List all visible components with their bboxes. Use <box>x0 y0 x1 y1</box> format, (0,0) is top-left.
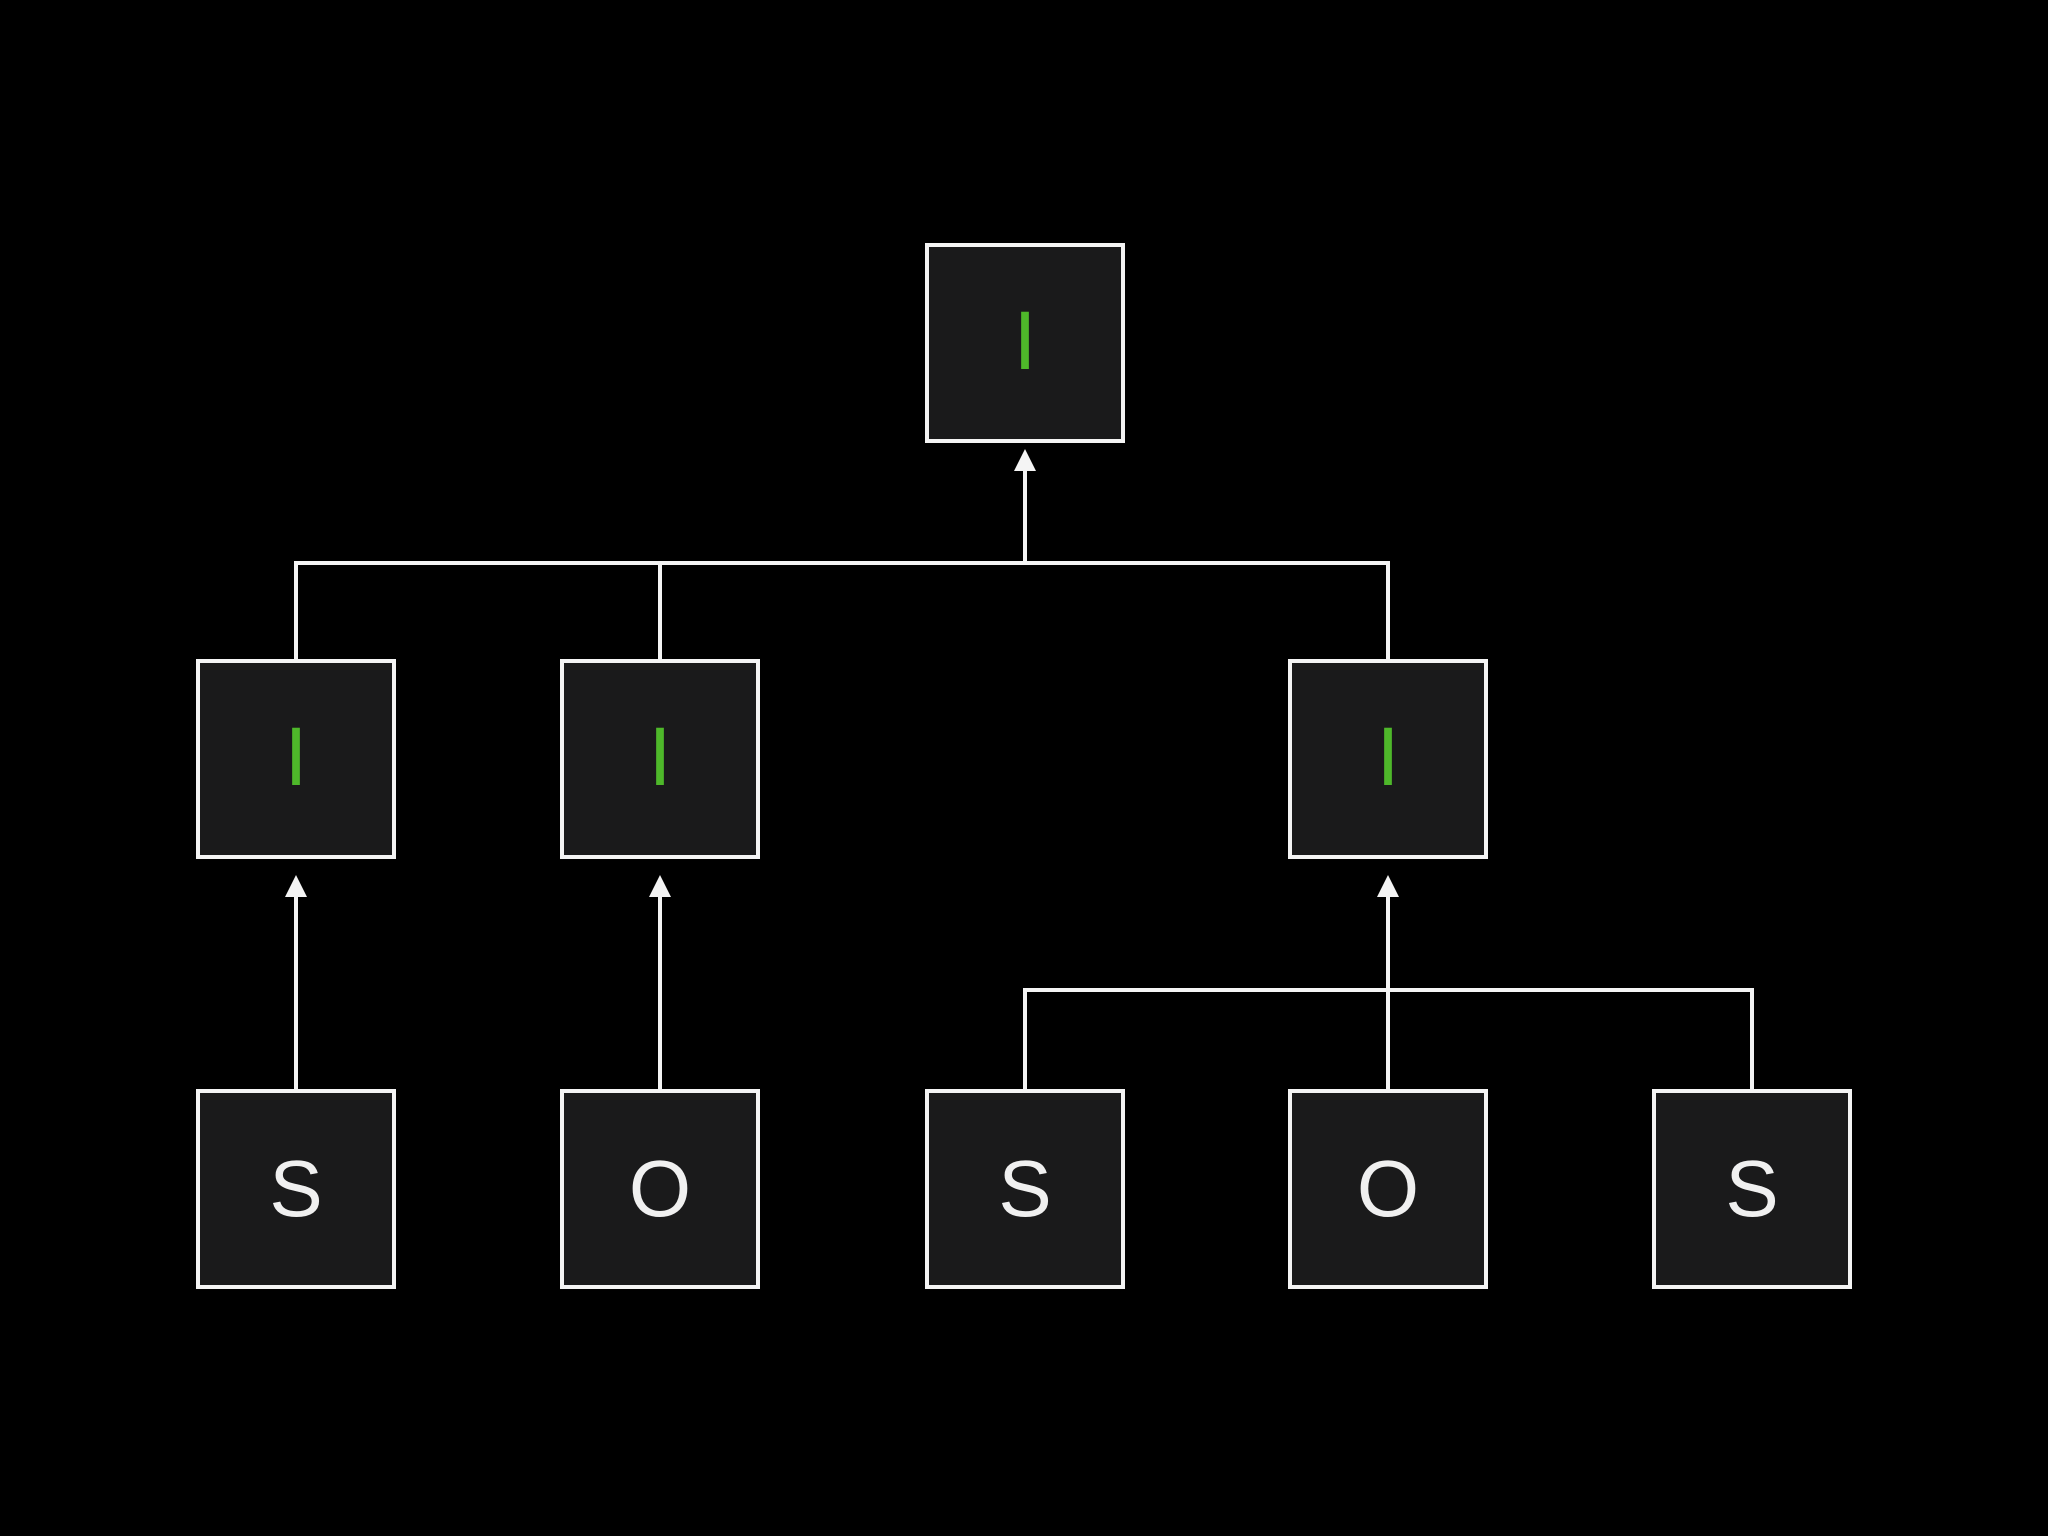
connector-top-stub-middle <box>658 561 662 659</box>
connector-right-stub-right <box>1750 988 1754 1089</box>
node-leaf-2-label: O <box>628 1144 692 1233</box>
arrow-up-into-internal-left-icon <box>285 875 307 897</box>
node-leaf-5-label: S <box>1725 1144 1779 1233</box>
connector-top-horizontal <box>294 561 1390 565</box>
node-internal-middle: I <box>560 659 760 859</box>
node-leaf-1: S <box>196 1089 396 1289</box>
connector-top-stub-right <box>1386 561 1390 659</box>
arrow-up-into-root-icon <box>1014 449 1036 471</box>
node-leaf-3: S <box>925 1089 1125 1289</box>
node-internal-right-label: I <box>1376 714 1400 804</box>
node-leaf-3-label: S <box>998 1144 1052 1233</box>
connector-top-riser <box>1023 471 1027 565</box>
node-leaf-2: O <box>560 1089 760 1289</box>
node-root-label: I <box>1013 298 1037 388</box>
node-internal-right: I <box>1288 659 1488 859</box>
arrow-up-into-internal-right-icon <box>1377 875 1399 897</box>
node-leaf-1-label: S <box>269 1144 323 1233</box>
node-leaf-4: O <box>1288 1089 1488 1289</box>
connector-right-riser <box>1386 897 1390 1089</box>
connector-right-stub-left <box>1023 988 1027 1089</box>
node-internal-left: I <box>196 659 396 859</box>
connector-leaf2-shaft <box>658 897 662 1089</box>
connector-top-stub-left <box>294 561 298 659</box>
node-internal-left-label: I <box>284 714 308 804</box>
connector-leaf1-shaft <box>294 897 298 1089</box>
arrow-up-into-internal-middle-icon <box>649 875 671 897</box>
node-leaf-4-label: O <box>1356 1144 1420 1233</box>
node-leaf-5: S <box>1652 1089 1852 1289</box>
node-internal-middle-label: I <box>648 714 672 804</box>
node-root: I <box>925 243 1125 443</box>
